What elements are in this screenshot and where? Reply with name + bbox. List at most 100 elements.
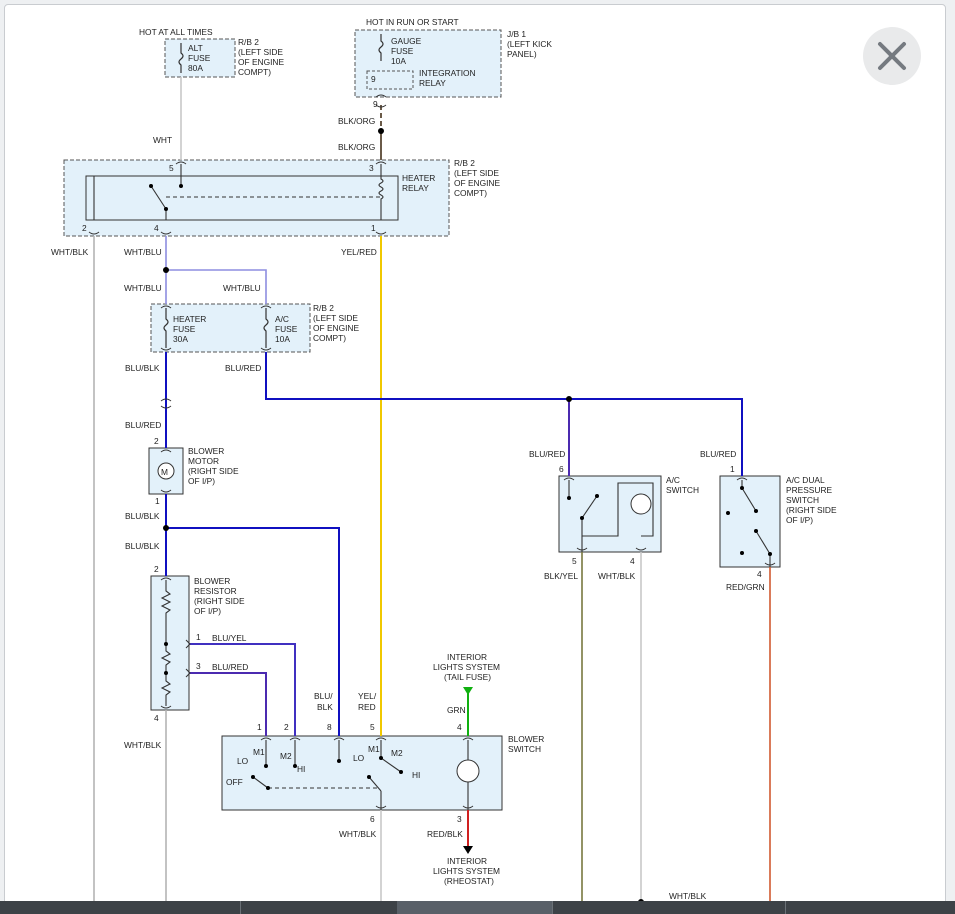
label-wht-blu-3: WHT/BLU: [223, 283, 261, 293]
acsw-pin-6: 6: [559, 464, 564, 474]
motor-pin-2: 2: [154, 436, 159, 446]
relay-pin-2: 2: [82, 223, 87, 233]
alt-fuse-l2: FUSE: [188, 53, 211, 63]
pin-9-out: 9: [373, 99, 378, 109]
label-wht-blu-2: WHT/BLU: [124, 283, 162, 293]
sw-m2-right: M2: [391, 748, 403, 758]
blower-resistor-l3: (RIGHT SIDE: [194, 596, 245, 606]
led-icon: [630, 493, 652, 515]
label-wht: WHT: [153, 135, 172, 145]
gauge-fuse-l1: GAUGE: [391, 36, 422, 46]
toolbar-active-tab[interactable]: [397, 901, 552, 914]
wiring-diagram: HOT AT ALL TIMES HOT IN RUN OR START ALT…: [51, 17, 837, 906]
rb2-relay-l2: (LEFT SIDE: [454, 168, 499, 178]
rb2-top-l2: (LEFT SIDE: [238, 47, 283, 57]
rb2-fuse-l1: R/B 2: [313, 303, 334, 313]
blower-switch-box: [221, 735, 503, 811]
sw-pin-2: 2: [284, 722, 289, 732]
label-blu-red-3: BLU/RED: [212, 662, 248, 672]
wire-wht-blk-switch: [380, 810, 701, 903]
sw-m1-right: M1: [368, 744, 380, 754]
close-button[interactable]: [863, 27, 921, 85]
heater-relay-box: [63, 159, 450, 237]
blower-motor-l1: BLOWER: [188, 446, 224, 456]
wire-blu-blk-switch: [166, 527, 340, 736]
sw-off: OFF: [226, 777, 243, 787]
blower-resistor-l1: BLOWER: [194, 576, 230, 586]
arrow-red-blk: [463, 846, 473, 854]
label-wht-blk-5: WHT/BLK: [669, 891, 707, 901]
resistor-pin-1: 1: [196, 632, 201, 642]
label-blk-yel: BLK/YEL: [544, 571, 578, 581]
label-blu-blk-split-1: BLU/: [314, 691, 333, 701]
sw-m2-left: M2: [280, 751, 292, 761]
integration-relay-box: [366, 70, 414, 90]
label-hot-in-run: HOT IN RUN OR START: [366, 17, 459, 27]
rb2-relay-l1: R/B 2: [454, 158, 475, 168]
toolbar-divider: [552, 901, 553, 914]
jb1-l1: J/B 1: [507, 29, 526, 39]
sw-hi-left: HI: [297, 764, 305, 774]
gauge-fuse-l2: FUSE: [391, 46, 414, 56]
ground-arrow-grn: [463, 687, 473, 695]
resistor-icon: [160, 580, 172, 706]
wire-wht-blu-acfuse: [166, 269, 267, 304]
sw-pin-8: 8: [327, 722, 332, 732]
acdual-pin-4: 4: [757, 569, 762, 579]
integration-pin-9: 9: [371, 74, 376, 84]
label-blu-red-5: BLU/RED: [700, 449, 736, 459]
label-blk-org-2: BLK/ORG: [338, 142, 375, 152]
sw-lo-left: LO: [237, 756, 249, 766]
heater-fuse-l1: HEATER: [173, 314, 206, 324]
blower-motor-l4: OF I/P): [188, 476, 215, 486]
label-yel-red-split-1: YEL/: [358, 691, 377, 701]
interior-rheo-l3: (RHEOSTAT): [444, 876, 494, 886]
label-wht-blk-4: WHT/BLK: [339, 829, 377, 839]
ac-switch-box: [558, 475, 662, 553]
label-blu-blk-1: BLU/BLK: [125, 363, 160, 373]
sw-lo-right: LO: [353, 753, 365, 763]
relay-pin-3: 3: [369, 163, 374, 173]
alt-fuse-l1: ALT: [188, 43, 203, 53]
sw-m1-left: M1: [253, 747, 265, 757]
rb2-fuse-l2: (LEFT SIDE: [313, 313, 358, 323]
diagram-frame: HOT AT ALL TIMES HOT IN RUN OR START ALT…: [4, 4, 946, 911]
interior-rheo-l2: LIGHTS SYSTEM: [433, 866, 500, 876]
blower-resistor-l4: OF I/P): [194, 606, 221, 616]
label-blu-red-4: BLU/RED: [529, 449, 565, 459]
label-red-blk: RED/BLK: [427, 829, 463, 839]
integration-relay-l2: RELAY: [419, 78, 446, 88]
ac-switch-l1: A/C: [666, 475, 680, 485]
gauge-fuse-l3: 10A: [391, 56, 406, 66]
label-wht-blk-3: WHT/BLK: [598, 571, 636, 581]
blower-resistor-box: [150, 575, 190, 711]
blower-switch-internals: [252, 740, 469, 810]
blower-resistor-l2: RESISTOR: [194, 586, 237, 596]
jb1-l3: PANEL): [507, 49, 537, 59]
wire-blu-yel: [189, 643, 296, 736]
heater-fuse-l2: FUSE: [173, 324, 196, 334]
blower-switch-l1: BLOWER: [508, 734, 544, 744]
sw-hi-right: HI: [412, 770, 420, 780]
acdual-pin-1: 1: [730, 464, 735, 474]
heater-relay-l2: RELAY: [402, 183, 429, 193]
label-blu-red-2: BLU/RED: [125, 420, 161, 430]
ac-dual-l5: OF I/P): [786, 515, 813, 525]
ac-dual-l2: PRESSURE: [786, 485, 832, 495]
heater-relay-l1: HEATER: [402, 173, 435, 183]
interior-tail-l1: INTERIOR: [447, 652, 487, 662]
sw-pin-4: 4: [457, 722, 462, 732]
toolbar-divider: [240, 901, 241, 914]
rb2-top-l3: OF ENGINE: [238, 57, 284, 67]
ac-switch-l2: SWITCH: [666, 485, 699, 495]
wire-blu-red-res: [189, 672, 267, 736]
rb2-top-l4: COMPT): [238, 67, 271, 77]
label-yel-red-1: YEL/RED: [341, 247, 377, 257]
heater-fuse-l3: 30A: [173, 334, 188, 344]
label-blu-blk-2: BLU/BLK: [125, 511, 160, 521]
ac-fuse-l3: 10A: [275, 334, 290, 344]
blower-switch-l2: SWITCH: [508, 744, 541, 754]
sw-pin-1: 1: [257, 722, 262, 732]
label-blu-yel: BLU/YEL: [212, 633, 247, 643]
resistor-pin-3: 3: [196, 661, 201, 671]
